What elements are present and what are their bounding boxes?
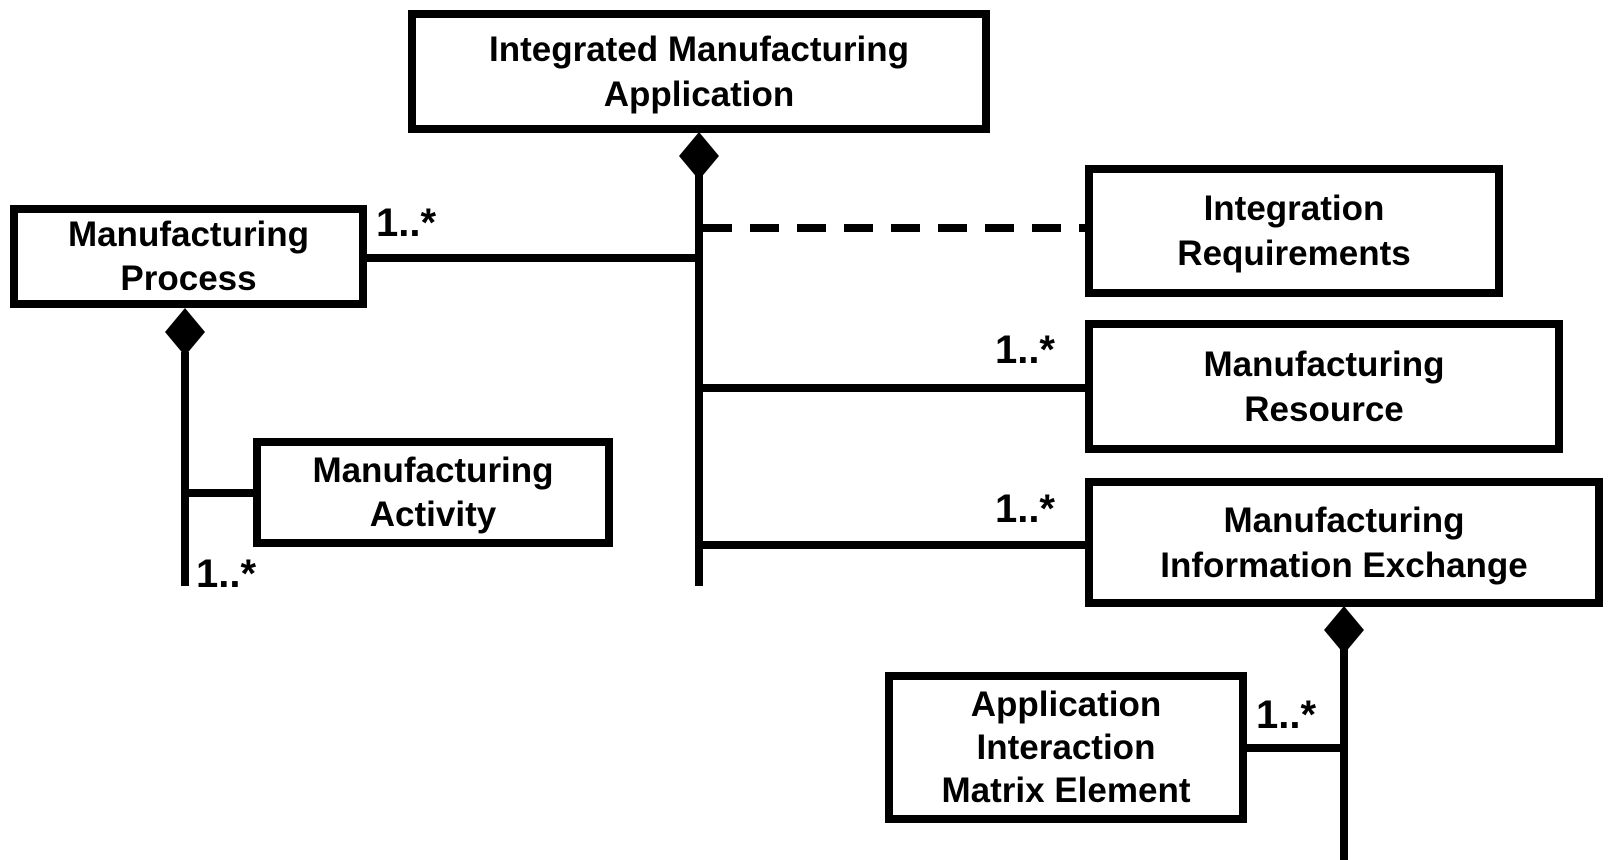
multiplicity-label-manufacturing-information-exchange: 1..* — [994, 487, 1055, 531]
dashed-edge-line-integration-requirements — [703, 224, 1085, 232]
node-label-line: Information Exchange — [1160, 545, 1528, 585]
node-manufacturing-process: Manufacturing Process — [10, 205, 367, 308]
node-label-line: Manufacturing — [1223, 500, 1465, 540]
node-label-line: Manufacturing — [312, 450, 554, 490]
composition-diamond-icon-manufacturing-information-exchange — [1324, 606, 1364, 654]
composition-trunk-line-application — [695, 175, 703, 586]
edge-line-application-interaction-matrix-element — [1247, 744, 1344, 752]
node-integration-requirements: Integration Requirements — [1085, 165, 1503, 297]
node-label-line: Process — [120, 258, 257, 298]
multiplicity-label-application-interaction-matrix-element: 1..* — [1256, 693, 1317, 737]
node-label-line: Matrix Element — [941, 771, 1191, 810]
composition-diamond-icon-manufacturing-process — [165, 308, 205, 356]
node-label-line: Activity — [369, 494, 497, 534]
node-label-line: Manufacturing — [67, 214, 310, 254]
node-label-line: Requirements — [1177, 234, 1411, 273]
edge-line-manufacturing-activity — [185, 489, 253, 497]
node-label-line: Integration — [1203, 189, 1385, 228]
node-manufacturing-resource: Manufacturing Resource — [1085, 320, 1563, 453]
node-label-line: Application — [603, 74, 795, 114]
node-integrated-manufacturing-application: Integrated Manufacturing Application — [408, 10, 990, 133]
composition-trunk-line-information-exchange — [1340, 649, 1348, 860]
node-label-line: Manufacturing — [1203, 344, 1445, 384]
node-label-line: Interaction — [976, 728, 1156, 767]
edge-line-manufacturing-process — [367, 254, 703, 262]
multiplicity-label-manufacturing-process: 1..* — [376, 201, 437, 245]
composition-diamond-icon-integrated-manufacturing-application — [679, 132, 719, 180]
composition-trunk-line-process — [181, 352, 189, 586]
node-label-line: Application — [970, 685, 1162, 724]
edge-line-manufacturing-resource — [699, 384, 1085, 392]
edge-line-manufacturing-information-exchange — [699, 541, 1085, 549]
node-application-interaction-matrix-element: Application Interaction Matrix Element — [885, 672, 1247, 823]
node-manufacturing-information-exchange: Manufacturing Information Exchange — [1085, 478, 1603, 607]
node-label-line: Integrated Manufacturing — [488, 29, 910, 69]
node-manufacturing-activity: Manufacturing Activity — [253, 438, 613, 547]
node-label-line: Resource — [1244, 389, 1404, 429]
multiplicity-label-manufacturing-resource: 1..* — [994, 328, 1055, 372]
multiplicity-label-manufacturing-activity: 1..* — [196, 552, 257, 596]
